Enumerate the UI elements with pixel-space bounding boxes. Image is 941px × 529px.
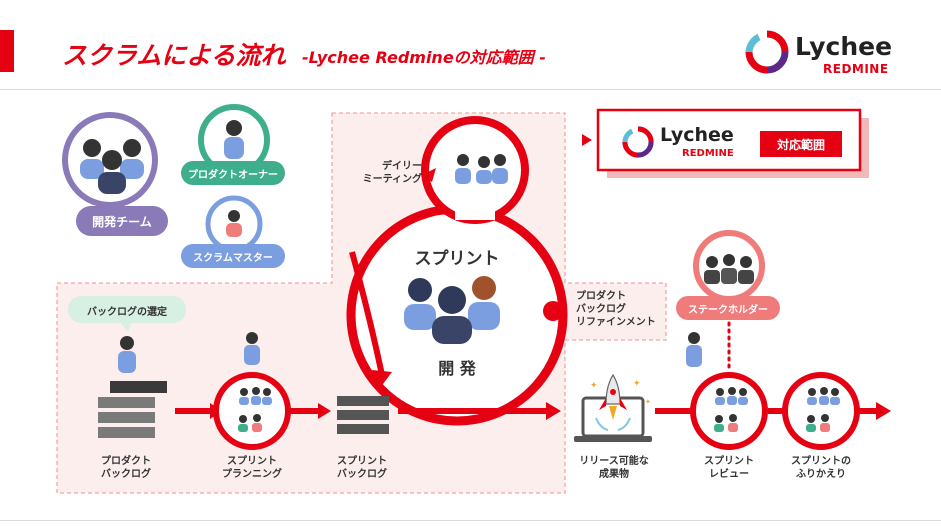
backlog-bubble bbox=[68, 296, 186, 323]
sprint-review-label: スプリント レビュー bbox=[704, 456, 754, 480]
laptop-rocket-icon: ✦ ✦ ✦ bbox=[574, 373, 652, 442]
svg-text:✦: ✦ bbox=[645, 398, 651, 406]
logo-sub: REDMINE bbox=[823, 62, 889, 76]
backlog-bubble-text: バックログの選定 bbox=[87, 307, 167, 318]
sprint-cycle-circle bbox=[346, 204, 568, 426]
header-accent-bar bbox=[0, 30, 14, 72]
stakeholder-people-icon bbox=[704, 254, 754, 284]
arrowhead-4 bbox=[876, 402, 891, 420]
legend-logo: Lychee REDMINE bbox=[622, 124, 752, 160]
sb-block-3 bbox=[337, 424, 389, 434]
sprint-inner-arrowhead bbox=[372, 370, 392, 388]
legend-logo-sub: REDMINE bbox=[682, 148, 734, 159]
sprint-planning-circle bbox=[213, 372, 291, 450]
pb-block-top bbox=[110, 381, 167, 393]
arrowhead-2 bbox=[318, 403, 331, 419]
retrospective-circle bbox=[782, 372, 860, 450]
svg-text:✦: ✦ bbox=[590, 381, 598, 391]
sprint-planning-label: スプリント プランニング bbox=[222, 456, 282, 480]
header-divider bbox=[0, 89, 941, 90]
retro-people-icon bbox=[806, 387, 840, 432]
sprint-title: スプリント bbox=[414, 249, 500, 269]
sprint-inner-arrow bbox=[349, 251, 385, 376]
scrum-master-label: スクラムマスター bbox=[181, 244, 285, 268]
sb-block-1 bbox=[337, 396, 389, 406]
lychee-logo-mark-icon bbox=[745, 30, 789, 74]
page-subtitle: -Lychee Redmineの対応範囲 - bbox=[302, 48, 546, 67]
lychee-logo: Lychee REDMINE bbox=[745, 28, 895, 78]
product-owner-label: プロダクトオーナー bbox=[181, 161, 285, 185]
release-label: リリース可能な 成果物 bbox=[579, 456, 649, 480]
legend-badge: 対応範囲 bbox=[760, 131, 842, 157]
legend-logo-word: Lychee bbox=[660, 124, 734, 146]
daily-arrowhead bbox=[422, 168, 436, 182]
pb-block-1 bbox=[98, 397, 155, 408]
review-people-icon bbox=[714, 387, 748, 432]
sprint-review-circle bbox=[690, 372, 768, 450]
pb-block-3 bbox=[98, 427, 155, 438]
sprint-center-label: 開 発 bbox=[438, 359, 476, 378]
legend-arrow bbox=[582, 134, 592, 146]
pb-block-2 bbox=[98, 412, 155, 423]
logo-word: Lychee bbox=[795, 32, 893, 61]
svg-text:✦: ✦ bbox=[633, 379, 641, 389]
backlog-selector-person-icon bbox=[118, 336, 136, 373]
sb-block-2 bbox=[337, 410, 389, 420]
product-owner-person-icon bbox=[224, 120, 244, 159]
sprint-team-icon bbox=[404, 276, 500, 344]
daily-people-icon bbox=[455, 154, 508, 184]
sprint-backlog-label: スプリント バックログ bbox=[337, 456, 387, 480]
product-backlog-label: プロダクト バックログ bbox=[101, 456, 151, 480]
scrum-master-person-icon bbox=[226, 210, 242, 237]
loop-gap bbox=[455, 200, 495, 220]
release-person-icon bbox=[686, 332, 702, 367]
refinement-dot bbox=[543, 301, 563, 321]
daily-meeting-label: デイリー ミーティング bbox=[362, 161, 422, 185]
dev-team-people-icon bbox=[80, 139, 144, 194]
planning-person-icon bbox=[244, 332, 260, 365]
stakeholder-label: ステークホルダー bbox=[676, 296, 780, 320]
refinement-label: プロダクト バックログ リファインメント bbox=[576, 291, 656, 328]
page-title: スクラムによる流れ bbox=[62, 41, 286, 70]
arrowhead-3 bbox=[546, 402, 561, 420]
legend-logo-mark-icon bbox=[622, 126, 654, 158]
dev-team-label: 開発チーム bbox=[76, 206, 168, 236]
footer-divider bbox=[0, 520, 941, 521]
retrospective-label: スプリントの ふりかえり bbox=[791, 456, 851, 480]
planning-people-icon bbox=[238, 387, 272, 432]
